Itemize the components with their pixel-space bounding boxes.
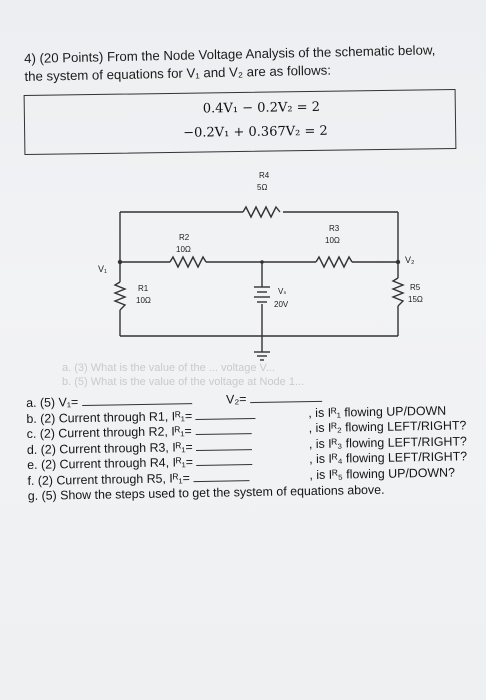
ir2-answer-blank[interactable] [195, 422, 252, 436]
resistor-r3 [315, 255, 353, 269]
r5-value: 15Ω [408, 295, 423, 304]
v2-answer-blank[interactable] [249, 389, 322, 404]
node-v2-dot [395, 259, 401, 265]
resistor-r5 [391, 277, 405, 307]
resistor-r1 [113, 281, 127, 311]
ir1-answer-blank[interactable] [195, 406, 256, 420]
vs-value: 20V [274, 300, 289, 309]
r5-name: R5 [410, 283, 421, 292]
resistor-r2 [169, 255, 207, 269]
circuit-wires [119, 211, 399, 352]
faded-line-1: a. (3) What is the value of the ... volt… [62, 362, 275, 374]
r1-value: 10Ω [136, 296, 151, 305]
ir3-answer-blank[interactable] [196, 437, 253, 451]
v1-answer-blank[interactable] [81, 392, 192, 407]
voltage-source [254, 286, 270, 303]
r2-value: 10Ω [176, 245, 191, 254]
faded-line-2: b. (5) What is the value of the voltage … [62, 376, 305, 388]
vs-name: Vₛ [278, 287, 286, 296]
r2-name: R2 [179, 233, 190, 242]
r4-name: R4 [259, 171, 270, 180]
r1-name: R1 [138, 284, 149, 293]
ir5-answer-blank[interactable] [193, 469, 250, 483]
r4-value: 5Ω [257, 183, 267, 192]
part-a-label: a. (5) V₁= [26, 395, 79, 410]
node-v1-label: V₁ [98, 264, 107, 274]
junction-dot [260, 260, 264, 264]
question-parts: a. (5) V₁= V₂= b. (2) Current through R1… [26, 387, 468, 504]
node-v2-label: V₂ [405, 255, 415, 265]
r3-value: 10Ω [325, 236, 340, 245]
ir4-answer-blank[interactable] [196, 453, 253, 467]
part-a-v2-label: V₂= [225, 392, 247, 407]
r3-name: R3 [329, 224, 340, 233]
node-v1-dot [117, 259, 123, 265]
ground-icon [254, 351, 270, 361]
circuit-schematic: R4 5Ω R2 10Ω R3 10Ω R1 10Ω R5 15Ω Vₛ 20V… [98, 171, 423, 361]
resistor-r4 [242, 205, 281, 219]
